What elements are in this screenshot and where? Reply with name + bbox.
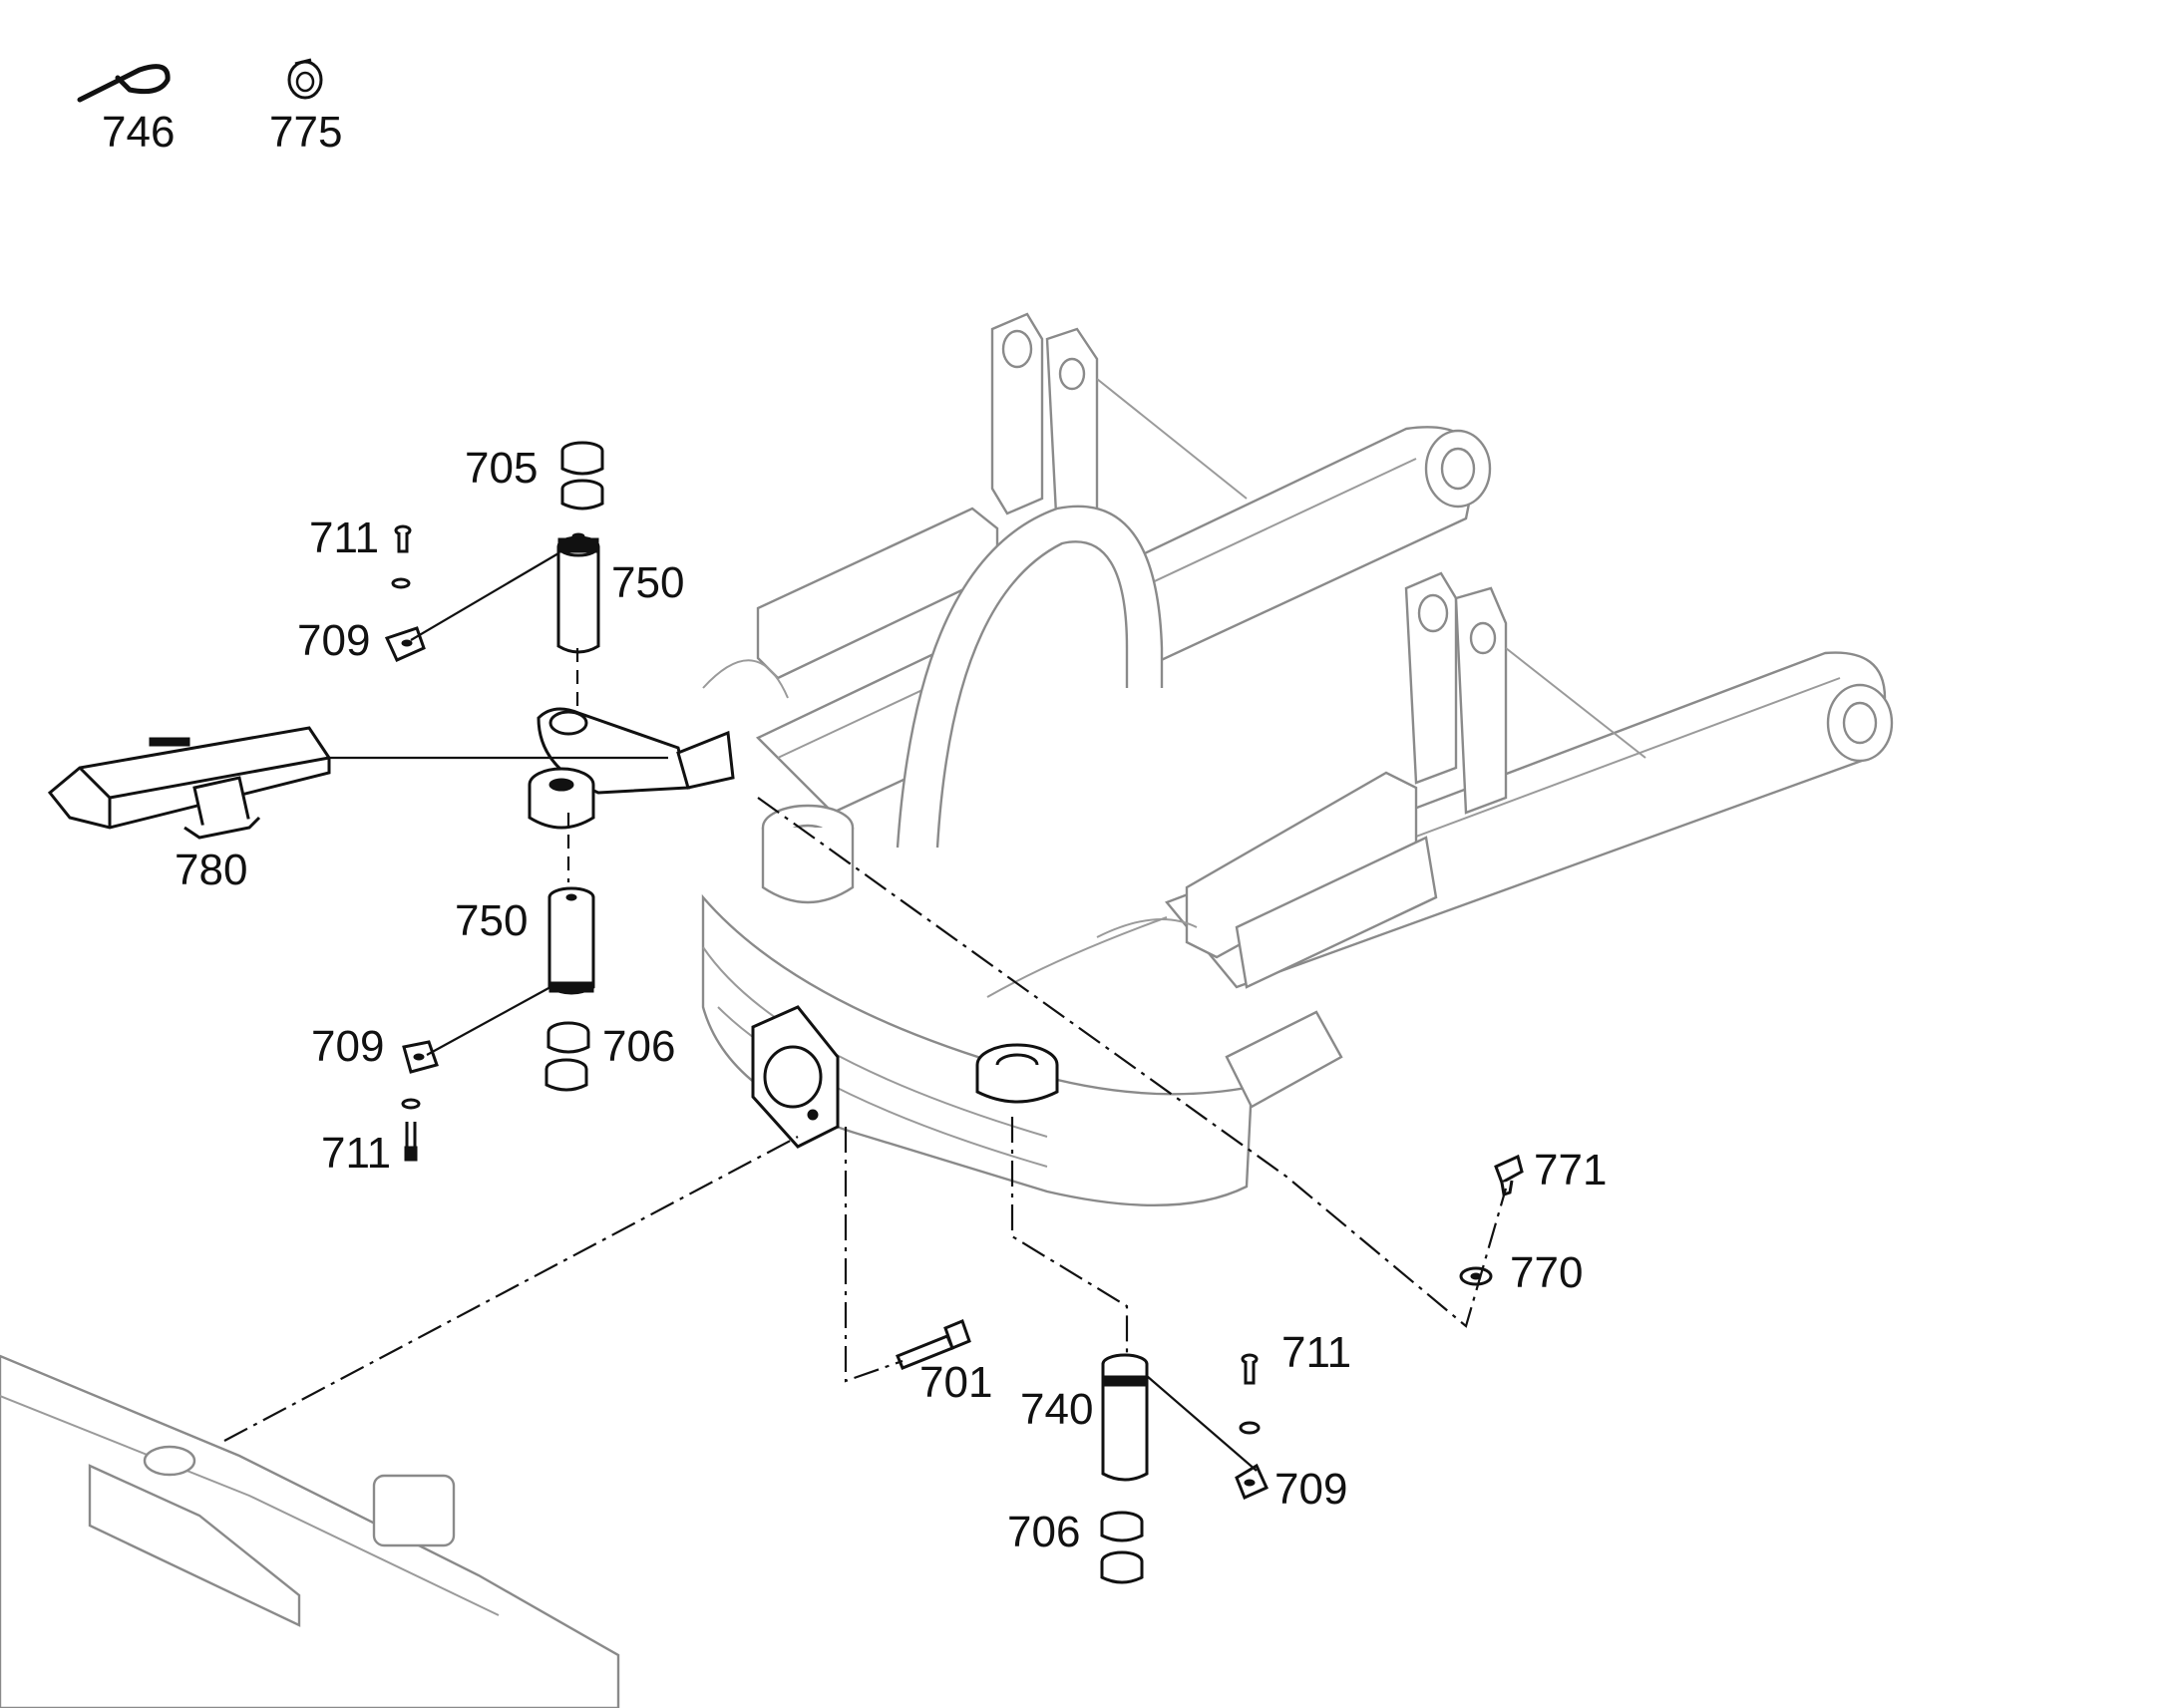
callout-750-upper: 750 — [611, 558, 684, 607]
bolt-701 — [896, 1319, 971, 1370]
pivot-bearing-housing — [528, 767, 595, 830]
bushing-lower — [1100, 1511, 1144, 1584]
callout-709-middle: 709 — [311, 1022, 384, 1071]
flange-plate — [751, 1005, 840, 1149]
callout-750-middle: 750 — [455, 896, 528, 945]
callout-780: 780 — [175, 846, 247, 894]
leader-lines — [223, 552, 1508, 1472]
screw-771 — [1494, 1154, 1524, 1196]
callout-770: 770 — [1510, 1248, 1583, 1297]
lock-plate-lower — [1235, 1463, 1269, 1501]
callout-705: 705 — [465, 444, 538, 493]
swing-frame-outline — [0, 312, 1894, 1708]
callout-711-middle: 711 — [321, 1129, 391, 1178]
bolt-lower — [1239, 1353, 1261, 1435]
washer-770 — [1459, 1266, 1493, 1286]
callout-709-lower: 709 — [1274, 1465, 1347, 1514]
callout-746: 746 — [102, 108, 175, 157]
bolt-upper — [391, 524, 412, 589]
hose-clamp-icon — [77, 64, 171, 103]
callout-711-lower: 711 — [1281, 1328, 1351, 1377]
callout-labels: 746 775 705 711 750 709 780 750 709 706 … — [102, 108, 1607, 1556]
callout-706-lower: 706 — [1007, 1508, 1080, 1556]
callout-709-upper: 709 — [297, 616, 370, 665]
bushing-upper — [560, 441, 604, 511]
pin-upper — [556, 532, 600, 654]
callout-775: 775 — [269, 108, 342, 157]
callout-771: 771 — [1534, 1146, 1607, 1195]
bolt-middle — [401, 1098, 421, 1162]
callout-740: 740 — [1020, 1385, 1093, 1434]
pin-middle — [547, 886, 595, 995]
nut-icon — [287, 58, 323, 100]
pin-lower — [1101, 1353, 1149, 1482]
callout-701: 701 — [919, 1358, 992, 1407]
callout-711-upper: 711 — [309, 513, 379, 562]
cover-780 — [47, 726, 331, 840]
callout-706-middle: 706 — [602, 1022, 675, 1071]
lock-plate-middle — [402, 1040, 439, 1074]
lock-plate-upper — [384, 626, 426, 662]
bottom-pivot-ring — [975, 1043, 1059, 1104]
bushing-middle — [545, 1021, 590, 1092]
